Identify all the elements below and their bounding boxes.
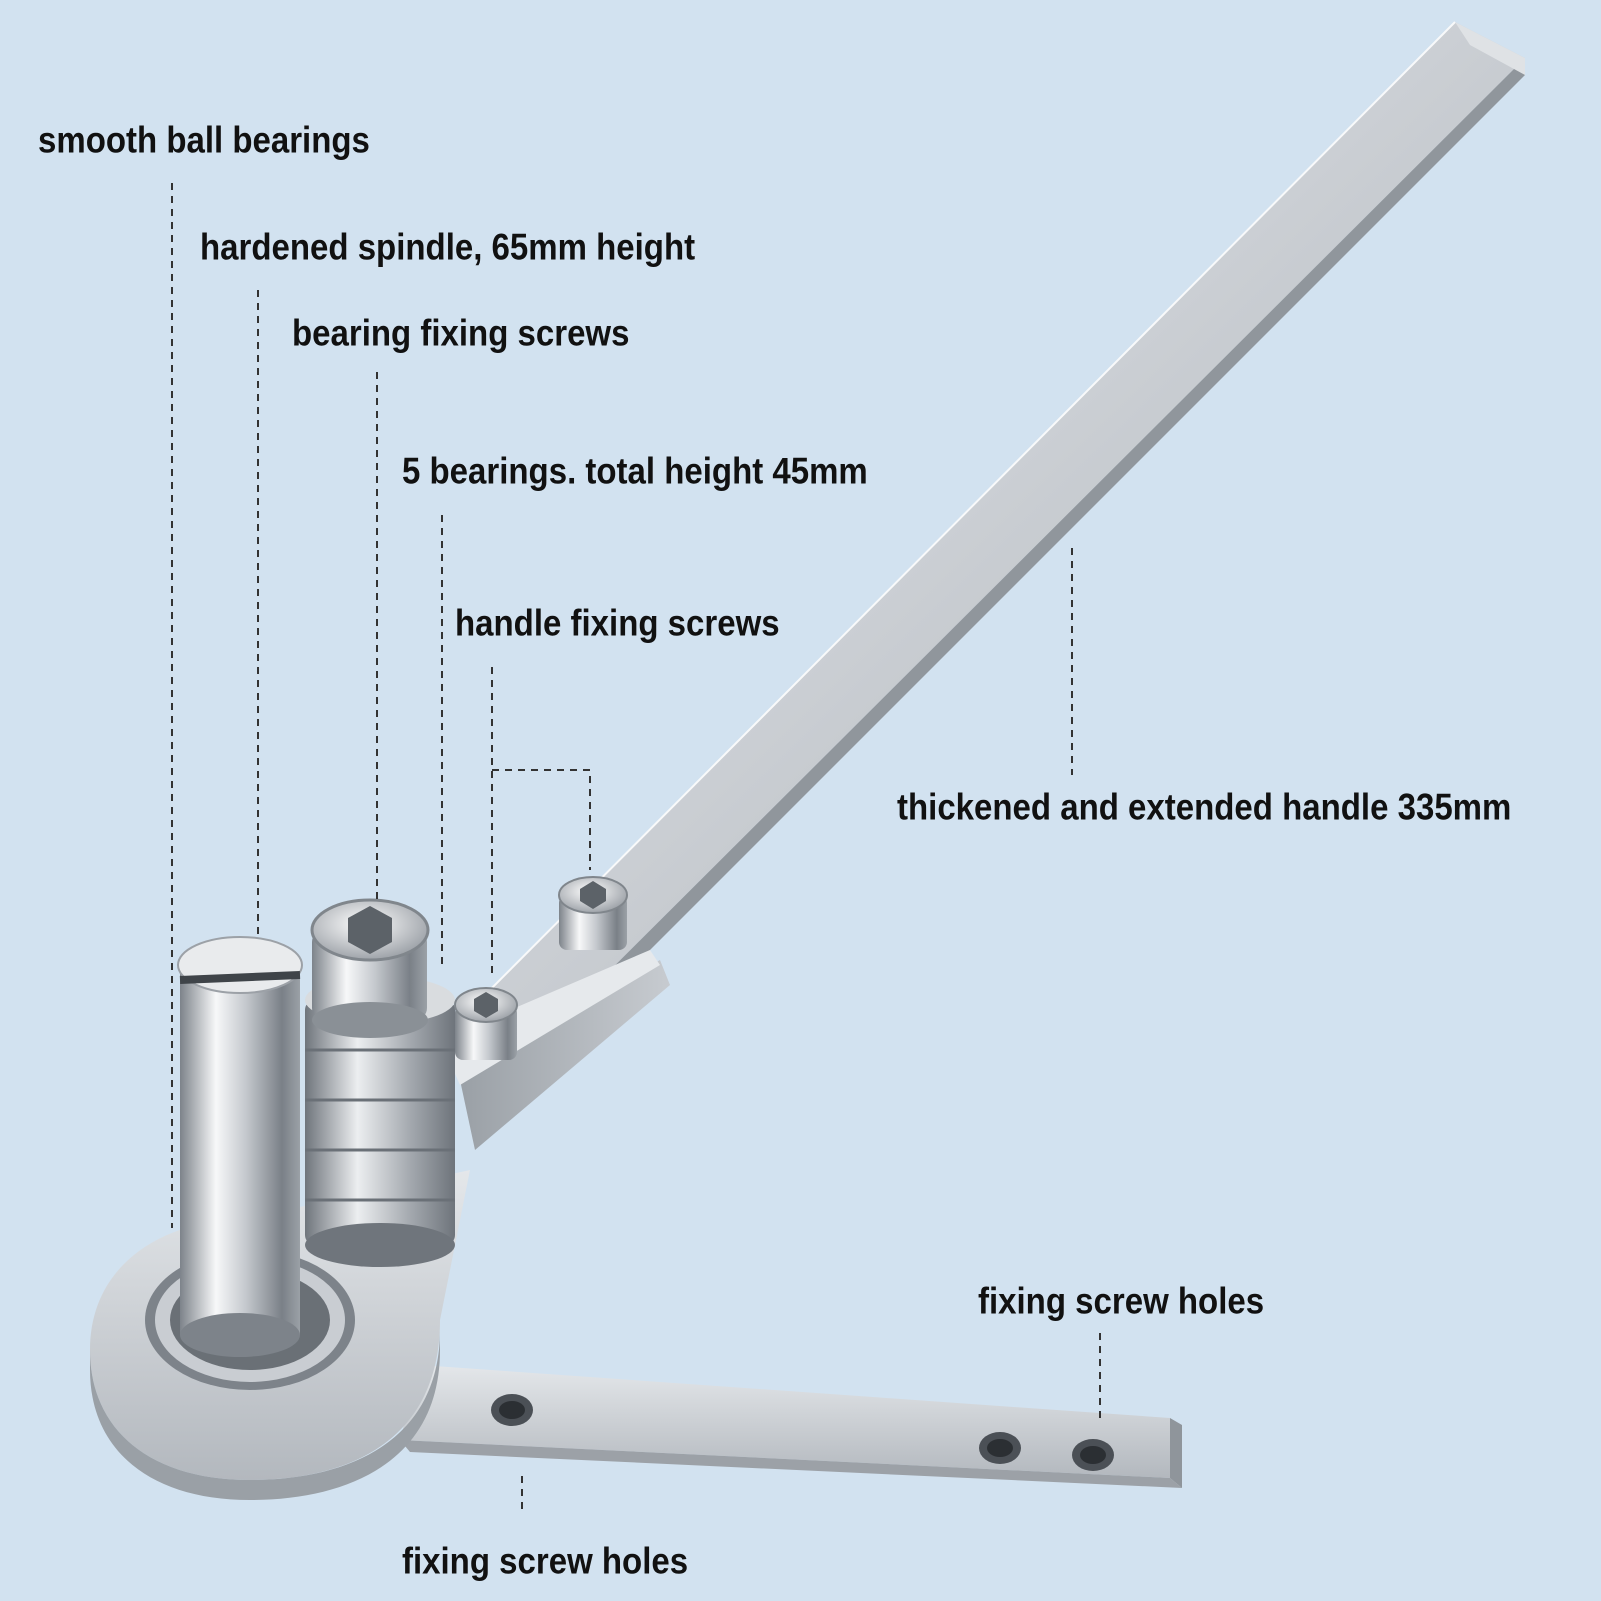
label-fixing-screw-holes-right: fixing screw holes [978, 1279, 1265, 1322]
hardened-spindle [177, 936, 303, 1357]
label-smooth-ball-bearings: smooth ball bearings [38, 118, 370, 161]
spindle-slot [179, 971, 301, 984]
label-bearing-fixing-screws: bearing fixing screws [292, 311, 630, 354]
handle-fixing-screw-1 [454, 987, 518, 1060]
base-arm [400, 1365, 1182, 1488]
handle-fixing-screw-2 [558, 876, 628, 950]
label-fixing-screw-holes-bottom: fixing screw holes [402, 1539, 689, 1582]
bearing-fixing-screw [310, 898, 430, 1038]
label-thickened-handle: thickened and extended handle 335mm [897, 785, 1512, 828]
label-hardened-spindle: hardened spindle, 65mm height [200, 225, 696, 268]
leader-lines [171, 183, 1101, 1515]
label-handle-fixing-screws: handle fixing screws [455, 601, 780, 644]
label-five-bearings: 5 bearings. total height 45mm [402, 449, 868, 492]
extended-handle [439, 21, 1525, 1100]
